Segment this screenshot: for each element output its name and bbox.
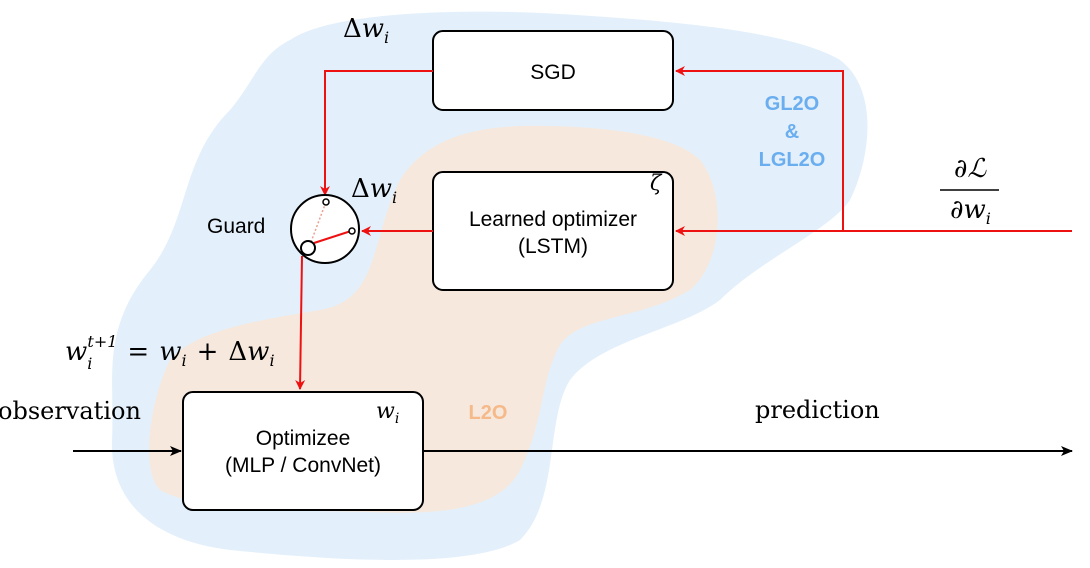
sgd-to-guard-arrow (320, 70, 433, 196)
zeta-parameter: ζ (650, 171, 663, 195)
guard-pivot (300, 240, 316, 256)
optimizee-weight: wi (376, 399, 399, 427)
prediction-label: prediction (755, 396, 880, 424)
optimizee-label: Optimizee (256, 427, 351, 450)
optimizee-sublabel: (MLP / ConvNet) (225, 454, 381, 477)
guard-label: Guard (207, 215, 265, 238)
update-rule: wit+1=wi+Δwi (65, 332, 275, 373)
sgd-delta-label: Δwi (343, 14, 389, 47)
gl2o-label: GL2O (765, 93, 819, 115)
gradient-numerator: ∂ℒ (954, 154, 987, 184)
guard-right-contact (348, 227, 356, 235)
guard-switch-arm (313, 230, 352, 244)
lgl2o-label: LGL2O (759, 149, 826, 171)
learned-optimizer-label: Learned optimizer (469, 208, 637, 231)
guard-inactive-contact (310, 201, 327, 243)
gl2o-ampersand: & (785, 121, 799, 143)
learned-delta-label: Δwi (351, 174, 397, 207)
gradient-to-sgd-arrow (675, 66, 844, 231)
learned-optimizer-box (432, 171, 674, 291)
learned-optimizer-sublabel: (LSTM) (518, 235, 588, 258)
gradient-denominator: ∂wi (950, 195, 991, 228)
observation-label: observation (0, 397, 141, 425)
guard-to-optimizee-arrow (295, 255, 306, 390)
l2o-label: L2O (469, 402, 508, 424)
guard-top-contact (322, 198, 330, 206)
sgd-label: SGD (530, 61, 576, 84)
